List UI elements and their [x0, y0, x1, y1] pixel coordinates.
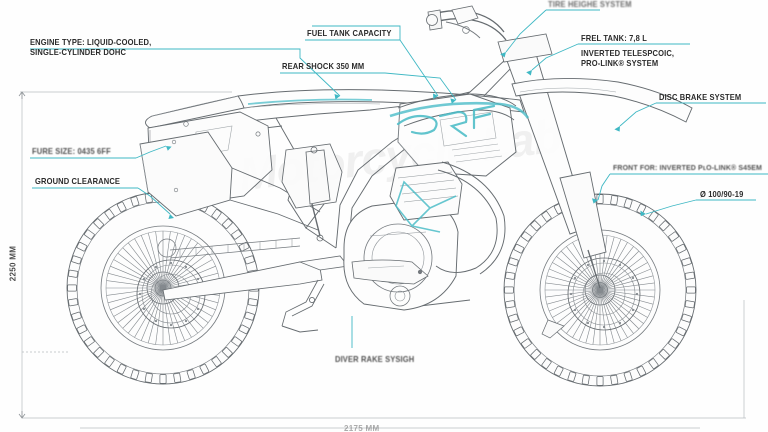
annotation-inverted-telescopic: INVERTED TELESPCOIC,	[581, 49, 675, 58]
dimension-overall-length: 2175 MM	[344, 424, 380, 432]
tank-decal-graphics	[396, 104, 496, 138]
front-brake-rotor	[567, 257, 641, 331]
annotation-front-fork: FRONT FOR: INVERTED PʟO-LINK® S45EM	[613, 163, 762, 172]
shroud-accent-stripe	[389, 101, 530, 119]
annotation-engine-type-line1: ENGINE TYPE: LIQUID-COOLED,	[30, 38, 152, 47]
engine-assembly	[343, 161, 506, 311]
annotation-fuel-tank-volume: FREL TANK: 7,8 L	[581, 34, 647, 43]
engine-teal-detail	[395, 180, 457, 233]
annotation-ground-clearance: GROUND CLEARANCE	[35, 177, 121, 186]
annotation-disc-brake-system-bottom: DIVER RAKE SYSIGH	[335, 355, 415, 364]
rear-sprocket	[157, 238, 177, 258]
annotation-fuel-tank-capacity: FUEL TANK CAPACITY	[307, 29, 392, 38]
dimension-overall-height: 2250 MM	[8, 245, 18, 282]
exhaust-muffler	[139, 131, 321, 231]
annotation-front-tire-spec: Ø 100/90-19	[700, 190, 744, 199]
handlebar-assembly	[426, 5, 507, 41]
annotation-pro-link-system: PRO-LINK® SYSTEM	[581, 59, 659, 68]
annotation-rear-shock: REAR SHOCK 350 MM	[282, 62, 365, 71]
rear-fender-accent	[247, 98, 373, 105]
front-fender	[511, 77, 693, 123]
annotation-disc-brake-system-right: DISC BRAKE SYSTEM	[659, 93, 742, 102]
front-fork-assembly	[497, 33, 607, 289]
footpeg-and-brake-pedal	[281, 279, 325, 333]
drive-chain	[169, 237, 301, 259]
annotation-tire-height-system: TIRE HEIGHE SYSTEM	[548, 0, 632, 9]
annotation-engine-type-line2: SINGLE-CYLINDER DOHC	[30, 48, 127, 57]
rear-shock-absorber	[305, 146, 331, 242]
annotation-tire-size: FURE SIZE: 0435 6FF	[32, 147, 111, 156]
